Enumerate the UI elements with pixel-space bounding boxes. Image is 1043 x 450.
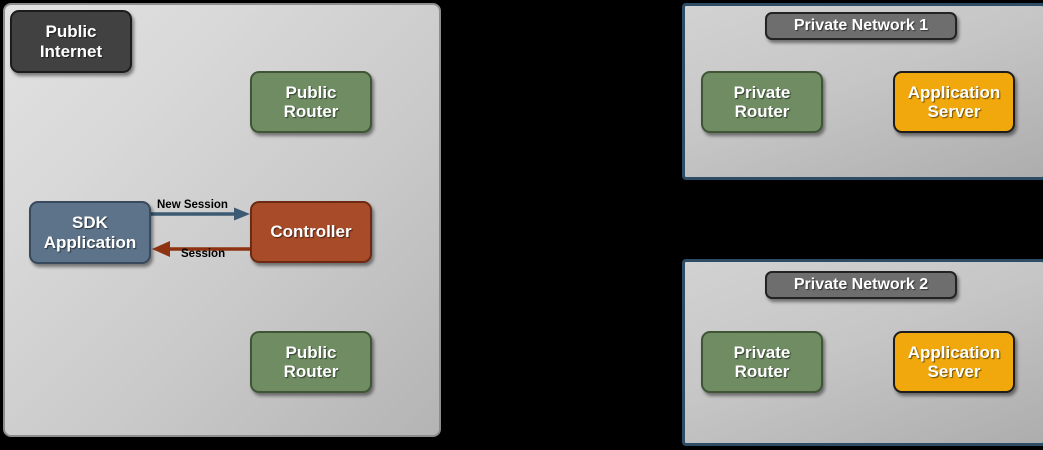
node-public-internet-line1: Public xyxy=(45,22,97,42)
private-network-1-title: Private Network 1 xyxy=(765,12,957,40)
node-sdk-application-line2: Application xyxy=(43,232,137,252)
node-controller-line1: Controller xyxy=(270,222,352,242)
node-public-router-bottom-line1: Public xyxy=(285,342,337,362)
node-application-server-1-line1: Application xyxy=(907,82,1001,102)
session-label: Session xyxy=(181,248,226,260)
node-public-internet[interactable]: Public Internet xyxy=(10,10,132,73)
node-public-router-top-line2: Router xyxy=(283,102,339,121)
node-public-router-top-line1: Public xyxy=(285,82,337,102)
node-private-router-2[interactable]: Private Router xyxy=(701,331,823,393)
node-sdk-application[interactable]: SDK Application xyxy=(29,201,151,264)
node-private-router-2-line1: Private xyxy=(733,342,791,362)
node-public-router-bottom[interactable]: Public Router xyxy=(250,331,372,393)
private-network-2-title: Private Network 2 xyxy=(765,271,957,299)
node-private-router-2-line2: Router xyxy=(734,362,790,381)
node-application-server-1[interactable]: Application Server xyxy=(893,71,1015,133)
node-public-router-bottom-line2: Router xyxy=(283,362,339,381)
node-sdk-application-line1: SDK xyxy=(72,213,108,233)
private-network-1-title-label: Private Network 1 xyxy=(793,17,929,35)
node-application-server-1-line2: Server xyxy=(927,102,981,121)
node-application-server-2-line2: Server xyxy=(927,362,981,381)
node-application-server-2-line1: Application xyxy=(907,342,1001,362)
private-network-2-title-label: Private Network 2 xyxy=(793,276,929,294)
new-session-label: New Session xyxy=(157,199,228,211)
node-private-router-1-line1: Private xyxy=(733,82,791,102)
node-public-router-top[interactable]: Public Router xyxy=(250,71,372,133)
node-public-internet-line2: Internet xyxy=(39,41,103,61)
node-private-router-1-line2: Router xyxy=(734,102,790,121)
node-controller[interactable]: Controller xyxy=(250,201,372,263)
node-private-router-1[interactable]: Private Router xyxy=(701,71,823,133)
node-application-server-2[interactable]: Application Server xyxy=(893,331,1015,393)
